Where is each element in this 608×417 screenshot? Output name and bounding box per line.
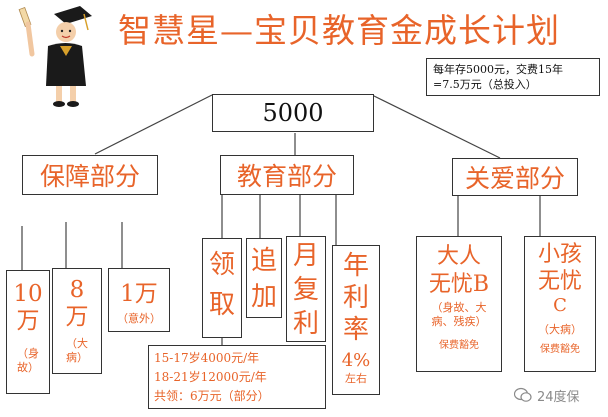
interest-rate-value: 4% [341, 350, 371, 371]
branch-care: 关爱部分 [452, 158, 578, 196]
link-root-baozhang [94, 94, 213, 155]
graduate-child-illustration [18, 6, 92, 107]
care-adult-wuyou-b: 大人 无忧B （身故、大 病、残疾） 保费豁免 [416, 236, 502, 372]
note-line-2: =7.5万元（总投入） [433, 78, 537, 91]
edu-yuefuli: 月 复 利 [286, 236, 326, 342]
root-node-5000: 5000 [212, 94, 374, 132]
diagram-title: 智慧星—宝贝教育金成长计划 [118, 11, 560, 50]
protection-illness-8wan: 8 万 （大 病） [52, 268, 102, 374]
premium-waiver-label: 保费豁免 [540, 344, 580, 355]
payout-schedule: 15-17岁4000元/年 18-21岁12000元/年 共领：6万元（部分） [148, 345, 326, 409]
edu-zhuijia: 追 加 [246, 238, 282, 318]
edu-nianlilv: 年 利 率 4% 左右 [332, 245, 380, 395]
protection-accident-1wan: 1万 （意外） [108, 268, 170, 332]
branch-education: 教育部分 [220, 155, 354, 195]
investment-note: 每年存5000元，交费15年 =7.5万元（总投入） [426, 58, 600, 96]
note-line-1: 每年存5000元，交费15年 [433, 63, 563, 76]
branch-protection: 保障部分 [22, 155, 158, 195]
premium-waiver-label: 保费豁免 [439, 340, 479, 351]
link-root-guanai [371, 94, 501, 159]
edu-lingqu: 领 取 [202, 238, 242, 338]
payout-total: 共领：6万元（部分） [154, 389, 270, 403]
protection-death-10wan: 10 万 （身 故） [6, 270, 50, 394]
wechat-icon [514, 387, 532, 402]
payout-line-1: 15-17岁4000元/年 [154, 351, 260, 365]
payout-line-2: 18-21岁12000元/年 [154, 370, 267, 384]
watermark: 24度保 [514, 384, 580, 406]
care-child-wuyou-c: 小孩 无忧 C （大病） 保费豁免 [524, 236, 596, 372]
